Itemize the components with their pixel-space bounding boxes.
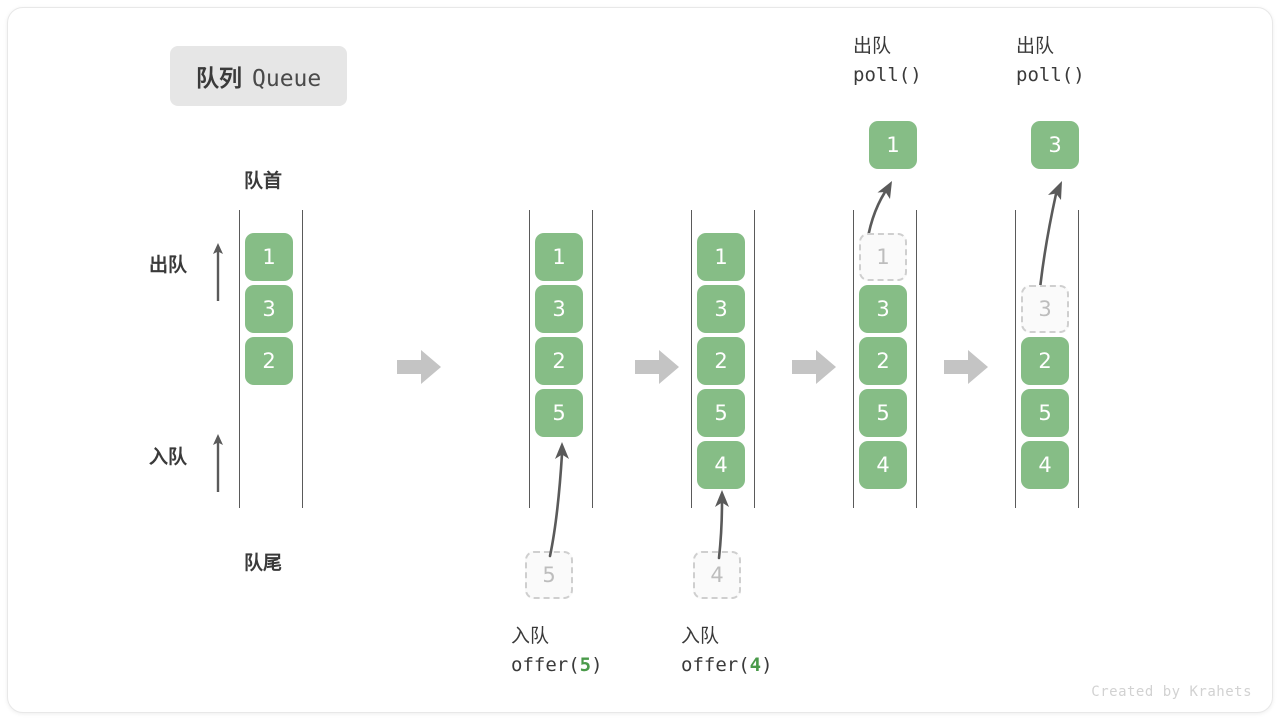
caption-poll-2-cn: 出队	[1016, 36, 1055, 57]
queue-rail-left	[239, 210, 240, 508]
queue-element: 2	[1021, 337, 1069, 385]
step-separator-arrow-icon	[635, 350, 679, 384]
queue-element-ghost: 1	[859, 233, 907, 281]
queue-rail-left	[691, 210, 692, 508]
queue-rail-right	[302, 210, 303, 508]
diagram-stage: 队列 Queue 队首 队尾 出队 入队 1 3 2	[8, 8, 1272, 712]
queue-element: 3	[697, 285, 745, 333]
enqueue-motion-arrow-icon	[715, 490, 729, 560]
enqueue-direction-arrow-icon	[213, 434, 223, 492]
queue-element: 5	[535, 389, 583, 437]
queue-element: 2	[697, 337, 745, 385]
queue-rail-left	[1015, 210, 1016, 508]
enqueue-direction-label: 入队	[149, 447, 188, 468]
dequeued-element: 1	[869, 121, 917, 169]
queue-rail-right	[916, 210, 917, 508]
step-separator-arrow-icon	[397, 350, 441, 384]
queue-element: 3	[859, 285, 907, 333]
queue-rail-left	[853, 210, 854, 508]
caption-poll-1-fn: poll()	[853, 64, 922, 87]
queue-tail-label: 队尾	[244, 553, 283, 574]
queue-rail-right	[592, 210, 593, 508]
caption-poll-2-fn: poll()	[1016, 64, 1085, 87]
title-english: Queue	[252, 66, 322, 92]
queue-element: 4	[1021, 441, 1069, 489]
queue-element: 5	[697, 389, 745, 437]
queue-head-label: 队首	[244, 171, 283, 192]
diagram-card: 队列 Queue 队首 队尾 出队 入队 1 3 2	[7, 7, 1273, 713]
queue-element: 3	[535, 285, 583, 333]
queue-element: 5	[1021, 389, 1069, 437]
caption-offer-4: 入队 offer(4)	[681, 622, 773, 681]
step-separator-arrow-icon	[792, 350, 836, 384]
queue-element-ghost: 3	[1021, 285, 1069, 333]
caption-offer-5: 入队 offer(5)	[511, 622, 603, 681]
pending-element-ghost: 4	[693, 551, 741, 599]
title-badge: 队列 Queue	[170, 46, 348, 106]
caption-offer-4-fn: offer(4)	[681, 654, 773, 677]
queue-rail-left	[529, 210, 530, 508]
caption-offer-5-cn: 入队	[511, 626, 550, 647]
queue-element: 1	[245, 233, 293, 281]
queue-element: 4	[859, 441, 907, 489]
caption-poll-1-cn: 出队	[853, 36, 892, 57]
dequeue-direction-label: 出队	[149, 255, 188, 276]
queue-element: 1	[535, 233, 583, 281]
caption-offer-5-fn: offer(5)	[511, 654, 603, 677]
queue-element: 4	[697, 441, 745, 489]
dequeued-element: 3	[1031, 121, 1079, 169]
queue-element: 5	[859, 389, 907, 437]
caption-poll-2: 出队 poll()	[1016, 32, 1085, 91]
enqueue-motion-arrow-icon	[548, 442, 569, 558]
queue-element: 2	[859, 337, 907, 385]
step-separator-arrow-icon	[944, 350, 988, 384]
queue-element: 2	[535, 337, 583, 385]
queue-rail-right	[1078, 210, 1079, 508]
pending-element-ghost: 5	[525, 551, 573, 599]
caption-poll-1: 出队 poll()	[853, 32, 922, 91]
title-chinese: 队列	[196, 65, 242, 91]
credit-text: Created by Krahets	[1091, 684, 1252, 700]
queue-rail-right	[754, 210, 755, 508]
dequeue-direction-arrow-icon	[213, 243, 223, 301]
queue-element: 2	[245, 337, 293, 385]
queue-element: 3	[245, 285, 293, 333]
caption-offer-4-cn: 入队	[681, 626, 720, 647]
queue-element: 1	[697, 233, 745, 281]
